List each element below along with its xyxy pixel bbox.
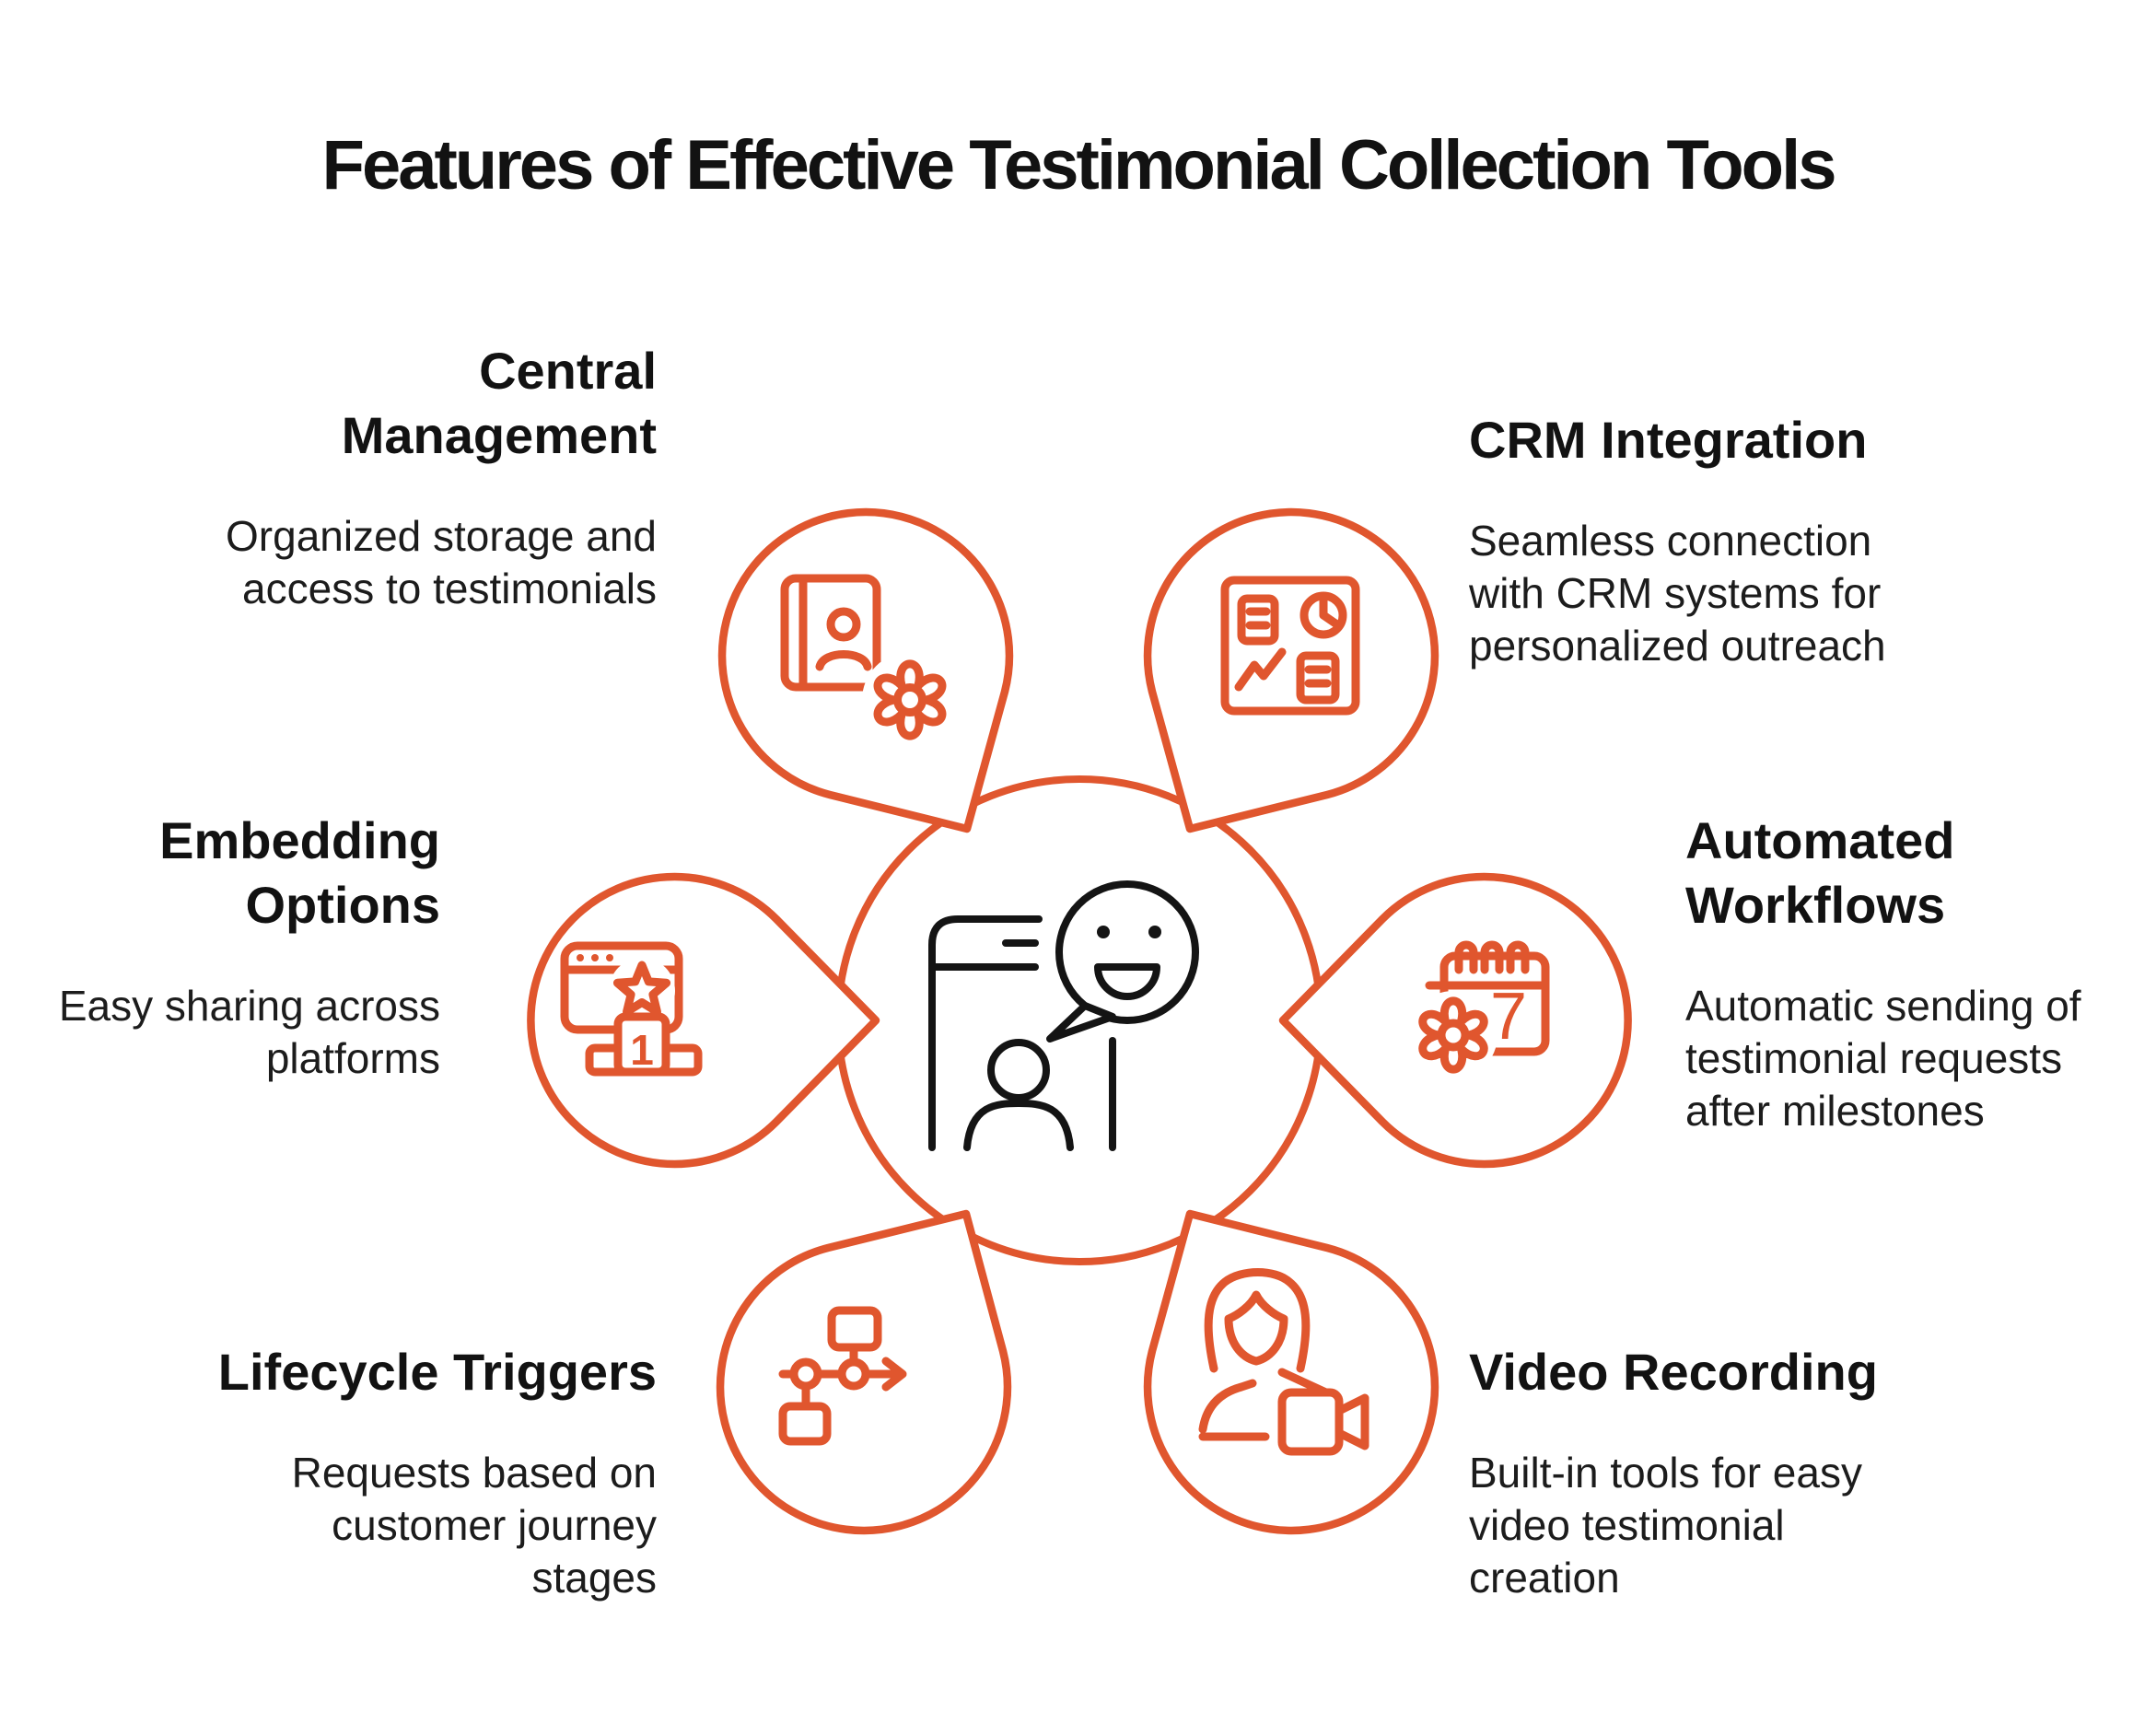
feature-central-management: Central Management Organized storage and… <box>141 339 657 615</box>
pin-video-recording <box>1143 1209 1439 1535</box>
browser-star-podium-icon: 1 <box>560 941 703 1077</box>
pin-lifecycle-triggers <box>716 1209 1012 1535</box>
feature-description: Automatic sending of testimonial request… <box>1685 982 2081 1136</box>
pin-crm-integration <box>1143 507 1439 833</box>
pin-central-management <box>717 507 1014 833</box>
feature-title: Lifecycle Triggers <box>217 1343 657 1401</box>
pin-embedding-options: 1 <box>527 872 880 1169</box>
contacts-book-gear-icon <box>780 574 958 748</box>
feature-description: Easy sharing across platforms <box>58 982 440 1083</box>
feature-automated-workflows: Automated Workflows Automatic sending of… <box>1685 809 2146 1137</box>
flowchart-arrow-icon <box>778 1306 907 1446</box>
feature-description: Seamless connection with CRM systems for… <box>1469 517 1886 670</box>
calendar-gear-icon: 7 <box>1409 940 1550 1079</box>
feature-title: CRM Integration <box>1469 411 1868 469</box>
phone-testimonial-smiley-icon <box>928 880 1199 1151</box>
dashboard-charts-icon <box>1220 576 1360 716</box>
podium-rank-label: 1 <box>630 1026 654 1074</box>
feature-crm-integration: CRM Integration Seamless connection with… <box>1469 408 2040 672</box>
feature-embedding-options: Embedding Options Easy sharing across pl… <box>0 809 440 1085</box>
feature-lifecycle-triggers: Lifecycle Triggers Requests based on cus… <box>141 1340 657 1604</box>
feature-title: Embedding Options <box>159 811 440 934</box>
feature-title: Automated Workflows <box>1685 811 1955 934</box>
feature-video-recording: Video Recording Built-in tools for easy … <box>1469 1340 2040 1604</box>
woman-video-camera-icon <box>1198 1268 1369 1456</box>
feature-description: Built-in tools for easy video testimonia… <box>1469 1449 1862 1602</box>
page-title: Features of Effective Testimonial Collec… <box>321 126 1837 204</box>
feature-description: Requests based on customer journey stage… <box>291 1449 657 1602</box>
feature-description: Organized storage and access to testimon… <box>226 512 657 613</box>
pin-automated-workflows: 7 <box>1278 872 1632 1169</box>
feature-title: Video Recording <box>1469 1343 1878 1401</box>
feature-title: Central Management <box>341 342 657 464</box>
